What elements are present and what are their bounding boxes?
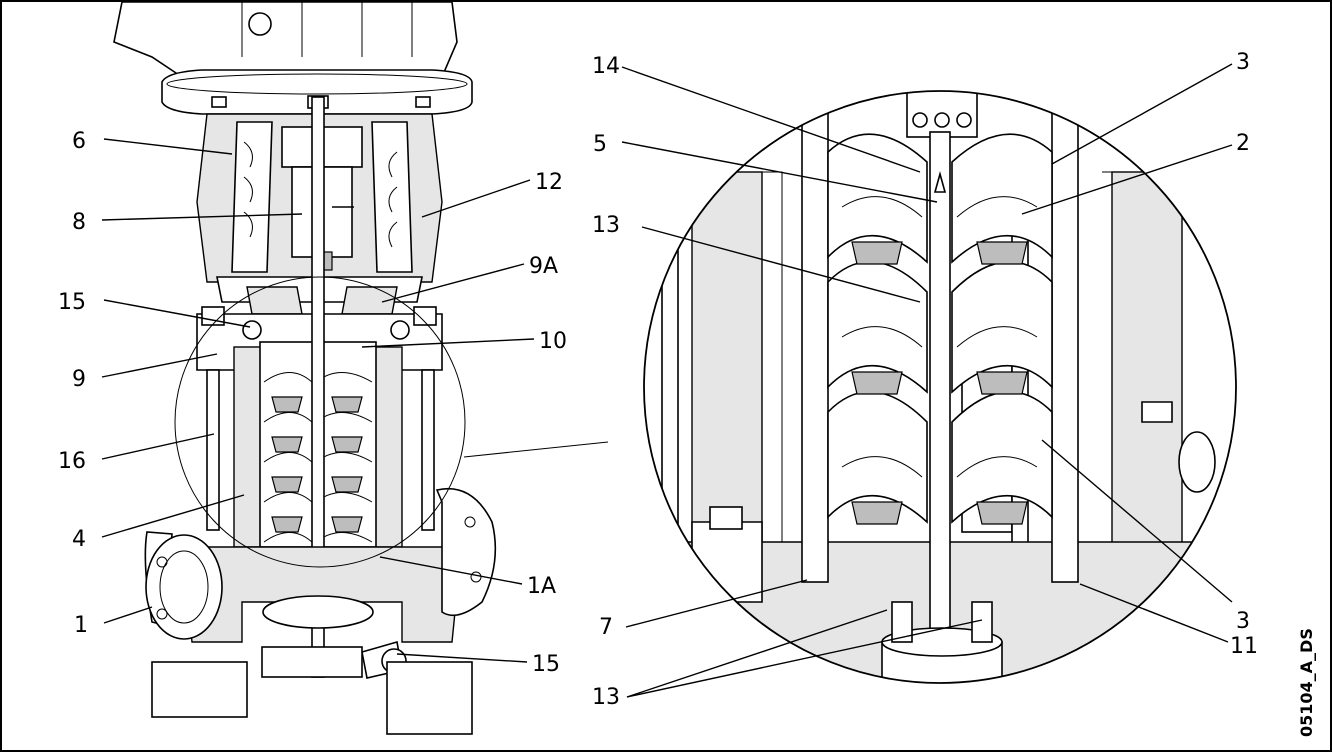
callout-11: 11 [1230,634,1258,659]
callout-7: 7 [599,615,613,640]
callout-10: 10 [539,329,567,354]
detail-impellers [827,133,1053,525]
callout-1A: 1A [527,574,556,599]
callout-8: 8 [72,210,86,235]
callout-15-lower: 15 [532,652,560,677]
detail-marker-circle [174,276,466,568]
callout-4: 4 [72,527,86,552]
leader-lines [101,63,1233,698]
detail-shaft [929,131,951,683]
callout-2: 2 [1236,131,1250,156]
motor-housing [113,2,458,78]
callout-3-top: 3 [1236,50,1250,75]
callout-16: 16 [58,449,86,474]
callout-labels: 6 8 12 9A 15 10 9 16 4 1 1A 15 14 5 13 3… [58,50,1258,710]
pump-overview [113,2,497,735]
callout-13-upper: 13 [592,213,620,238]
motor-terminal-icon [248,12,272,36]
callout-14: 14 [592,54,620,79]
detail-connector [463,441,609,458]
vent-plug-upper [242,320,262,340]
callout-5: 5 [593,132,607,157]
callout-9: 9 [72,367,86,392]
base-foot-left [151,661,248,718]
callout-12: 12 [535,170,563,195]
base-foot-right [386,661,473,735]
callout-13-lower: 13 [592,685,620,710]
detail-sleeve-left [801,101,829,583]
bottom-cover [262,595,374,629]
motor-flange [161,69,473,115]
callout-9A: 9A [529,254,558,279]
callout-15-upper: 15 [58,290,86,315]
figure-code: 05104_A_DS [1297,628,1316,737]
tie-bolt-left [206,369,220,531]
detail-circle-border [643,90,1237,684]
detail-sleeve-right [1051,101,1079,583]
discharge-flange [435,488,497,617]
callout-1: 1 [74,613,88,638]
callout-3-bottom: 3 [1236,609,1250,634]
callout-6: 6 [72,129,86,154]
tie-bolt-right [421,369,435,531]
detail-view [644,91,1236,683]
